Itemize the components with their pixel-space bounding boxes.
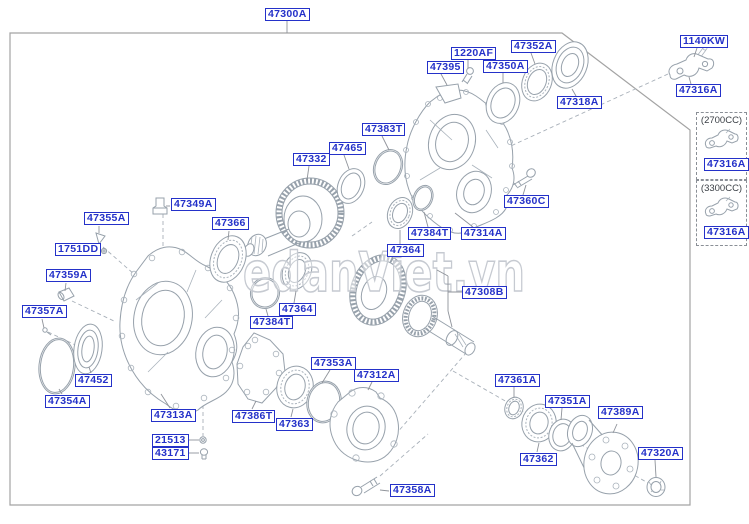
- part-label-47383T[interactable]: 47383T: [362, 123, 406, 136]
- part-label-1751DD[interactable]: 1751DD: [55, 243, 102, 256]
- plug-47349a-drawing: [152, 197, 168, 215]
- part-label-47364-2[interactable]: 47364: [279, 303, 316, 316]
- input-gear-47332-drawing: [243, 177, 345, 257]
- gasket-47386t-drawing: [236, 332, 286, 404]
- pin-47355a-drawing: [95, 232, 106, 246]
- oring-47354a-drawing: [38, 337, 76, 395]
- part-label-47389A[interactable]: 47389A: [598, 406, 643, 419]
- bearing-47352a-drawing: [521, 62, 553, 102]
- part-label-1140KW[interactable]: 1140KW: [680, 35, 729, 48]
- part-label-47395[interactable]: 47395: [427, 61, 464, 74]
- seal-47361a-drawing: [504, 396, 524, 420]
- part-label-47312A[interactable]: 47312A: [354, 369, 399, 382]
- part-label-47361A[interactable]: 47361A: [495, 374, 540, 387]
- part-label-47352A[interactable]: 47352A: [511, 40, 556, 53]
- part-label-47386T[interactable]: 47386T: [232, 410, 276, 423]
- front-housing-drawing: [118, 246, 240, 414]
- seal-47452-drawing: [73, 323, 103, 375]
- part-label-47355A[interactable]: 47355A: [84, 212, 129, 225]
- part-label-47316A-main[interactable]: 47316A: [676, 84, 721, 97]
- part-label-47358A[interactable]: 47358A: [390, 484, 435, 497]
- part-label-47316A-3300cc[interactable]: 47316A: [704, 226, 749, 239]
- part-label-47384T-2[interactable]: 47384T: [250, 316, 294, 329]
- part-label-47308B[interactable]: 47308B: [462, 286, 507, 299]
- part-label-47364-1[interactable]: 47364: [387, 244, 424, 257]
- cover-47312a-drawing: [329, 387, 399, 463]
- part-label-47349A[interactable]: 47349A: [171, 198, 216, 211]
- bearing-47366-drawing: [209, 235, 247, 283]
- part-label-47357A[interactable]: 47357A: [22, 305, 67, 318]
- plug-43171-drawing: [199, 448, 209, 460]
- screw-47357a-drawing: [42, 327, 52, 336]
- part-label-47384T-1[interactable]: 47384T: [408, 227, 452, 240]
- hub-flange-47389a-drawing: [566, 414, 639, 495]
- part-label-47300A[interactable]: 47300A: [265, 8, 310, 21]
- part-label-21513[interactable]: 21513: [152, 434, 189, 447]
- part-label-47360C[interactable]: 47360C: [504, 195, 549, 208]
- oring-47384t-upper-drawing: [412, 184, 434, 212]
- option-title-3300cc: (3300CC): [700, 183, 743, 194]
- part-label-1220AF[interactable]: 1220AF: [451, 47, 497, 60]
- nut-47320a-drawing: [646, 477, 666, 497]
- sleeve-47359a-drawing: [57, 287, 75, 302]
- part-label-47318A[interactable]: 47318A: [557, 96, 602, 109]
- part-label-47465[interactable]: 47465: [329, 142, 366, 155]
- part-label-47354A[interactable]: 47354A: [45, 395, 90, 408]
- bracket-1140kw-drawing: [668, 45, 715, 80]
- bracket-47316a-3300cc-icon: [704, 196, 739, 217]
- part-label-47366[interactable]: 47366: [212, 217, 249, 230]
- part-label-47316A-2700cc[interactable]: 47316A: [704, 158, 749, 171]
- seal-47318a-drawing: [551, 41, 589, 89]
- oring-47383t-drawing: [372, 149, 404, 185]
- seal-47350a-drawing: [485, 82, 521, 124]
- part-label-47362[interactable]: 47362: [520, 453, 557, 466]
- part-label-47363[interactable]: 47363: [276, 418, 313, 431]
- seal-47465-drawing: [336, 168, 366, 204]
- bearing-47364-upper-drawing: [386, 196, 414, 230]
- part-label-47313A[interactable]: 47313A: [151, 409, 196, 422]
- oring-47384t-lower-drawing: [249, 277, 281, 309]
- part-label-47359A[interactable]: 47359A: [46, 269, 91, 282]
- ball-1751dd-drawing: [100, 247, 108, 255]
- diagram-border: [9, 32, 691, 506]
- option-title-2700cc: (2700CC): [700, 115, 743, 126]
- part-label-47351A[interactable]: 47351A: [545, 395, 590, 408]
- option-box-2700cc: (2700CC) 47316A: [696, 112, 749, 180]
- bolt-1220af-drawing: [461, 67, 474, 85]
- bracket-47316a-2700cc-icon: [704, 128, 739, 149]
- part-label-47452[interactable]: 47452: [75, 374, 112, 387]
- plug-21513-drawing: [199, 436, 207, 444]
- part-label-47353A[interactable]: 47353A: [311, 357, 356, 370]
- bolt-47358a-drawing: [351, 476, 381, 497]
- option-box-3300cc: (3300CC) 47316A: [696, 180, 749, 246]
- bracket-plate-47395-drawing: [435, 83, 462, 104]
- part-label-43171[interactable]: 43171: [152, 447, 189, 460]
- part-label-47332[interactable]: 47332: [293, 153, 330, 166]
- part-label-47350A[interactable]: 47350A: [483, 60, 528, 73]
- part-label-47314A[interactable]: 47314A: [461, 227, 506, 240]
- part-label-47320A[interactable]: 47320A: [638, 447, 683, 460]
- hypoid-gear-47308b-drawing: [349, 254, 476, 356]
- bolt-47360c-drawing: [512, 168, 536, 189]
- bearing-47364-lower-drawing: [281, 252, 313, 290]
